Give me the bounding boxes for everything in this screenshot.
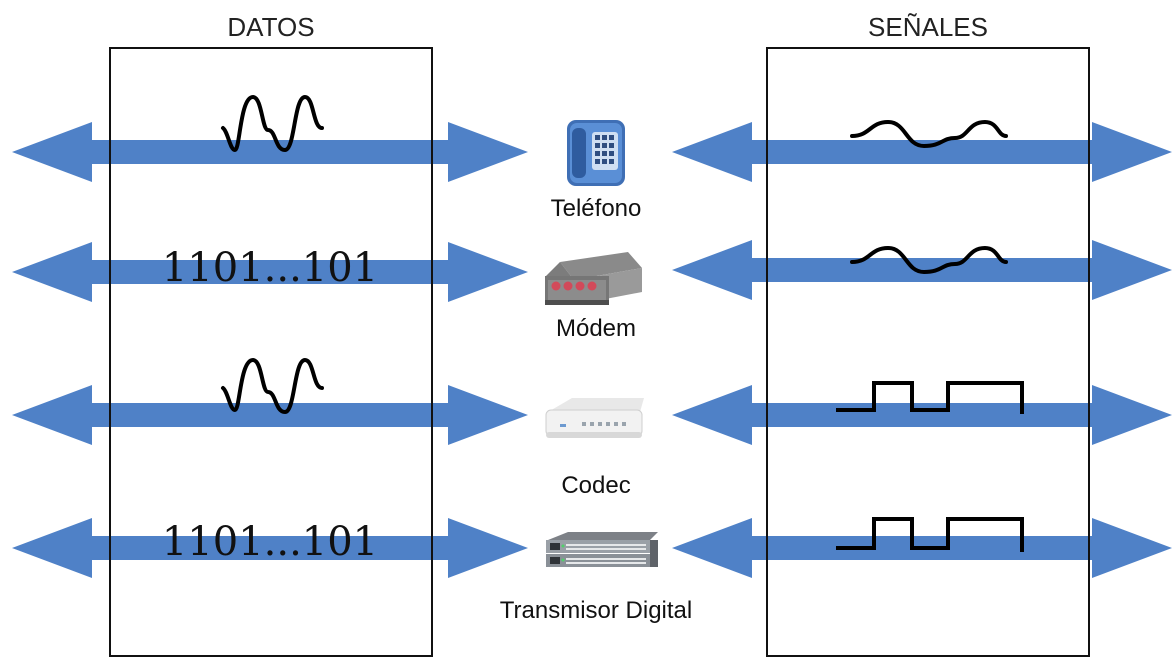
signal-arrow-1 (672, 122, 1172, 182)
data-arrow-2 (12, 242, 528, 302)
analog-data-wave-1 (221, 95, 324, 152)
datos-header: DATOS (227, 12, 314, 42)
digital-data-bits-2: 1101...101 (162, 245, 378, 291)
device-label-telefono: Teléfono (551, 195, 642, 222)
senales-box (766, 47, 1090, 657)
device-label-codec: Codec (561, 472, 630, 499)
senales-header: SEÑALES (868, 12, 988, 42)
digital-transmitter-icon (546, 532, 658, 567)
digital-signal-square-4 (836, 517, 1024, 552)
digital-signal-square-3 (836, 381, 1024, 414)
device-label-transmisor-digital: Transmisor Digital (500, 597, 692, 624)
telephone-icon (567, 120, 625, 186)
analog-signal-wave-2 (850, 246, 1008, 274)
signal-arrow-3 (672, 385, 1172, 445)
data-arrow-3 (12, 385, 528, 445)
datos-box (109, 47, 433, 657)
analog-data-wave-3 (221, 358, 324, 414)
device-label-modem: Módem (556, 315, 636, 342)
data-arrow-1 (12, 122, 528, 182)
data-arrow-4 (12, 518, 528, 578)
codec-icon (545, 398, 644, 438)
analog-signal-wave-1 (850, 120, 1008, 148)
digital-data-bits-4: 1101...101 (162, 519, 378, 565)
modem-icon (545, 252, 642, 305)
